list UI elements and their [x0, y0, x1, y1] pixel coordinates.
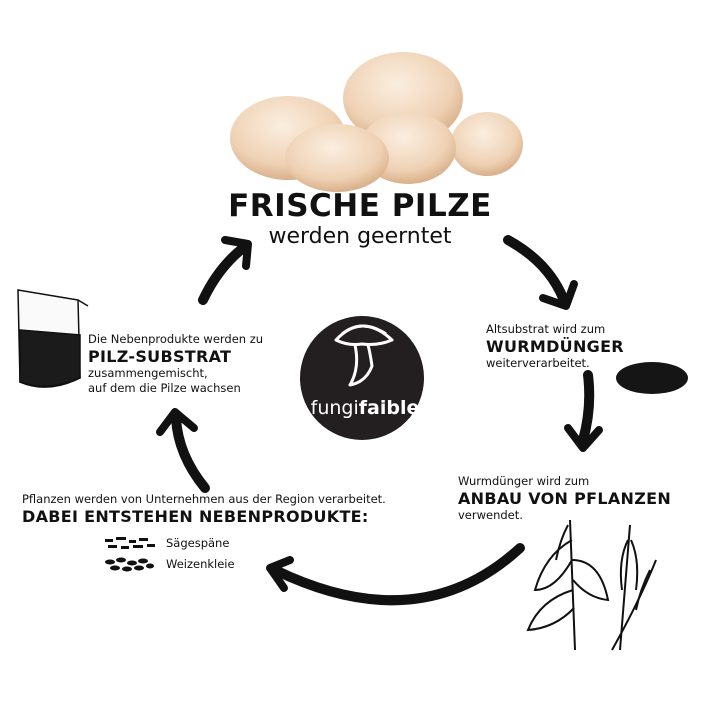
- arrow-bottom: [270, 543, 525, 606]
- main-title: FRISCHE PILZE: [228, 188, 492, 224]
- step-neben-line1: Pflanzen werden von Unternehmen aus der …: [22, 492, 386, 506]
- brand-logo-text: fungifaible: [310, 397, 420, 419]
- main-subtitle: werden geerntet: [268, 224, 452, 249]
- worm-compost-pile-image: [616, 362, 688, 394]
- step-substrat-line3: auf dem die Pilze wachsen: [88, 381, 241, 395]
- mushroom-logo-icon: [334, 324, 394, 387]
- step-substrat-heading: PILZ-SUBSTRAT: [88, 347, 232, 366]
- arrow-right-down: [578, 370, 595, 445]
- step-neben-heading: DABEI ENTSTEHEN NEBENPRODUKTE:: [22, 507, 369, 526]
- arrowhead-3: [266, 556, 294, 592]
- step-pilz-substrat: Die Nebenprodukte werden zu PILZ-SUBSTRA…: [88, 332, 263, 396]
- step-wurm-line2: weiterverarbeitet.: [486, 356, 590, 370]
- step-nebenprodukte: Pflanzen werden von Unternehmen aus der …: [22, 492, 386, 526]
- logo-circle: [300, 316, 424, 440]
- arrowhead-2: [564, 424, 603, 452]
- arrow-top-left: [198, 243, 248, 305]
- step-wurm-line1: Altsubstrat wird zum: [486, 322, 606, 336]
- brand-part-1: fungi: [310, 397, 359, 419]
- step-anbau-line1: Wurmdünger wird zum: [458, 474, 590, 488]
- step-anbau: Wurmdünger wird zum ANBAU VON PFLANZEN v…: [458, 474, 671, 523]
- step-anbau-line2: verwendet.: [458, 508, 523, 522]
- arrowhead-1: [539, 280, 578, 310]
- cycle-arrows: [171, 235, 595, 606]
- step-substrat-line2: zusammengemischt,: [88, 366, 208, 380]
- arrowhead-4: [156, 408, 198, 436]
- brand-part-2: faible: [358, 397, 420, 419]
- substrate-bag-image: [17, 289, 89, 388]
- plants-drawing-image: [526, 519, 657, 651]
- arrowhead-5: [221, 236, 252, 270]
- step-substrat-line1: Die Nebenprodukte werden zu: [88, 332, 264, 346]
- wheat-bran-icon: [105, 557, 154, 572]
- step-wurmduenger: Altsubstrat wird zum WURMDÜNGER weiterve…: [486, 322, 624, 371]
- arrow-top-right: [503, 235, 568, 303]
- byproduct-sawdust-label: Sägespäne: [166, 536, 230, 550]
- step-anbau-heading: ANBAU VON PFLANZEN: [458, 489, 672, 508]
- lions-mane-mushrooms-image: [230, 52, 523, 192]
- arrow-left-up: [171, 413, 210, 493]
- byproduct-bran-label: Weizenkleie: [166, 557, 235, 571]
- sawdust-icon: [105, 537, 155, 549]
- step-wurm-heading: WURMDÜNGER: [486, 337, 624, 356]
